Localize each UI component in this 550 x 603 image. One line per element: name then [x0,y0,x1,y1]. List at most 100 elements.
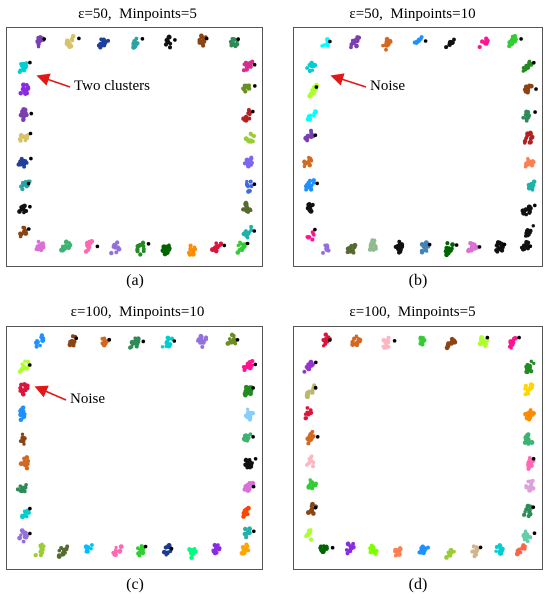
data-point [67,242,73,248]
data-point [499,244,505,250]
noise-point [251,435,255,439]
data-point [511,336,517,342]
data-point [398,546,403,551]
noise-point [169,546,174,551]
cluster [393,239,405,255]
data-point [22,159,28,164]
data-point [527,509,532,515]
data-point [348,549,353,554]
data-point [250,59,255,64]
noise-point [107,337,112,342]
panel-b-title: ε=50, Minpoints=10 [349,6,476,22]
data-point [247,116,252,121]
data-point [230,37,234,41]
data-point [131,44,136,50]
data-point [248,156,254,161]
data-point [246,486,252,492]
cluster [17,359,32,374]
data-point [244,83,248,88]
cluster [128,336,146,350]
noise-point [143,544,148,549]
cluster [381,335,397,350]
data-point [525,64,529,69]
data-point [450,242,455,247]
data-point [22,107,28,113]
data-point [23,359,27,363]
data-point [214,549,218,553]
data-point [368,549,373,555]
data-point [306,484,312,490]
data-point [25,83,29,87]
noise-point [77,36,81,41]
data-point [446,550,451,555]
data-point [530,182,536,188]
data-point [445,342,451,348]
data-point [305,410,309,414]
data-point [245,407,250,411]
noise-point [454,243,459,247]
cluster [15,482,28,494]
data-point [200,344,205,349]
data-point [530,187,535,192]
cluster [100,336,112,348]
data-point [38,550,42,554]
noise-point [328,39,332,44]
data-point [524,241,530,247]
panel-b-plot [293,27,543,267]
noise-point [528,244,533,248]
cluster [241,432,255,443]
data-point [477,44,482,50]
data-point [245,61,250,66]
data-point [530,478,535,483]
cluster [304,528,314,542]
data-point [357,337,363,343]
cluster [160,335,177,349]
data-point [305,406,310,410]
data-point [166,34,172,40]
cluster [18,432,27,446]
data-point [20,432,25,436]
data-point [248,179,253,184]
cluster [477,335,490,348]
data-point [526,161,532,167]
data-point [246,548,251,553]
cluster [417,544,430,556]
data-point [19,133,25,139]
noise-point [28,506,32,511]
data-point [245,410,251,416]
cluster [466,241,482,254]
data-point [106,38,111,43]
data-point [72,339,76,343]
data-point [201,36,206,41]
cluster [243,407,256,422]
panel-a-plot [6,27,263,267]
cluster [303,406,314,421]
data-point [85,549,90,554]
data-point [18,68,23,73]
cluster [136,544,148,558]
data-point [246,189,251,194]
data-point [23,179,28,184]
data-point [160,345,165,349]
cluster [111,544,124,558]
data-point [307,157,313,163]
data-point [526,364,531,369]
data-point [323,332,328,337]
cluster [494,543,505,556]
data-point [102,336,107,340]
data-point [250,480,256,486]
data-point [512,33,518,39]
data-point [24,383,30,389]
data-point [528,456,532,460]
cluster [34,239,46,253]
data-point [529,134,535,140]
data-point [351,341,355,345]
data-point [306,441,311,446]
data-point [525,228,530,232]
noise-point [172,339,177,343]
data-point [36,340,40,344]
data-point [306,134,311,139]
data-point [452,339,458,345]
data-point [245,433,250,438]
panel-c-caption: (c) [126,576,144,593]
